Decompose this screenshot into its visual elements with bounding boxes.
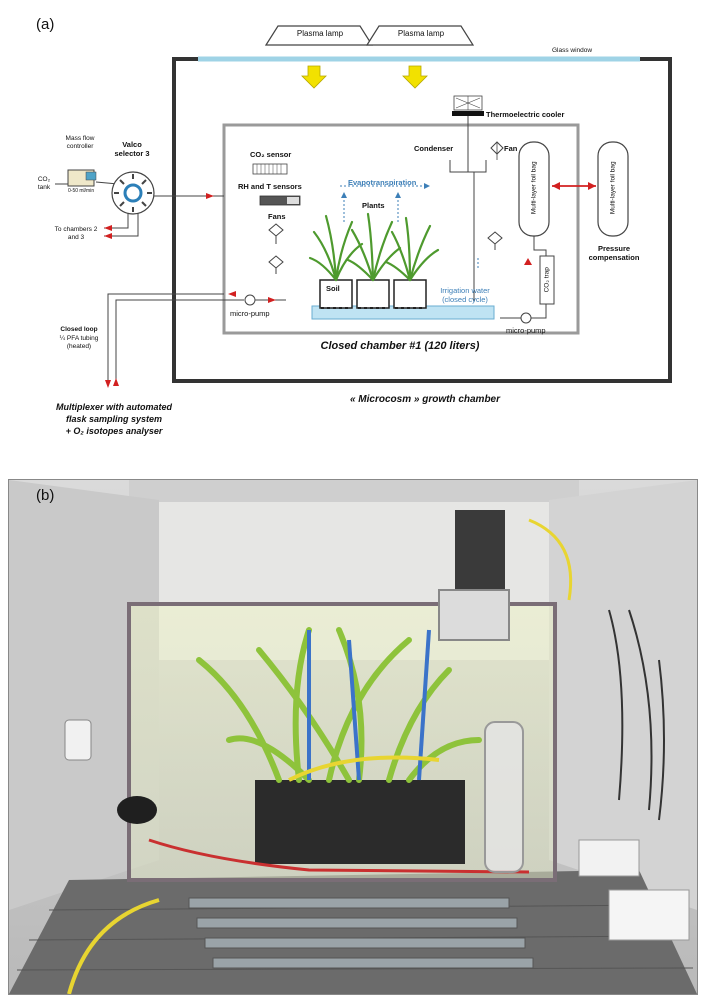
mfc-range-label: 0-50 ml/min bbox=[68, 188, 95, 194]
condenser-unit bbox=[449, 160, 487, 173]
co2-tank-label: CO₂ tank bbox=[37, 176, 51, 191]
pressure-compensation-label: Pressure compensation bbox=[588, 244, 640, 262]
plants-drawing bbox=[308, 212, 440, 282]
rh-t-sensor-shape bbox=[259, 195, 301, 206]
plasma-lamp-2-shape bbox=[365, 25, 475, 46]
fans-label: Fans bbox=[268, 212, 286, 221]
multiplexer-line2: flask sampling system bbox=[65, 414, 163, 424]
micro-pump-right-shape bbox=[520, 312, 532, 324]
light-arrow-2 bbox=[402, 65, 428, 89]
growth-chamber-label: « Microcosm » growth chamber bbox=[349, 394, 501, 405]
diagram-graphics bbox=[55, 25, 672, 388]
evapotranspiration-label: Evapotranspiration bbox=[348, 178, 417, 187]
light-arrow-1 bbox=[301, 65, 327, 89]
co2-sensor-shape bbox=[252, 163, 288, 175]
irrigation-water-label: Irrigation water (closed cycle) bbox=[440, 286, 490, 304]
pot-2 bbox=[356, 279, 390, 309]
rh-t-sensors-label: RH and T sensors bbox=[238, 182, 302, 191]
plants-label: Plants bbox=[362, 201, 385, 210]
co2-sensor-label: CO₂ sensor bbox=[250, 150, 292, 159]
foil-bag-cylinder bbox=[484, 721, 524, 873]
to-chambers-label: To chambers 2 and 3 bbox=[54, 226, 98, 241]
valco-selector-label: Valco selector 3 bbox=[114, 140, 150, 158]
multiplexer-line3: + O₂ isotopes analyser bbox=[65, 426, 163, 436]
cooler-plate bbox=[452, 111, 484, 116]
closed-loop-label: Closed loop bbox=[60, 326, 98, 333]
plasma-lamp-1-shape bbox=[264, 25, 374, 46]
co2-trap-label: CO₂ trap bbox=[543, 267, 551, 293]
fan-label: Fan bbox=[504, 144, 518, 153]
foil-bag-2-label: Multi-layer foil bag bbox=[609, 161, 617, 215]
pot-1 bbox=[319, 279, 353, 309]
cooler-unit bbox=[455, 510, 505, 590]
foil-bag-1-label: Multi-layer foil bag bbox=[530, 161, 538, 215]
soil-label: Soil bbox=[326, 284, 340, 293]
co2-trap bbox=[539, 255, 555, 305]
panel-b-label: (b) bbox=[36, 487, 55, 504]
micro-pump-right-label: micro-pump bbox=[506, 326, 546, 335]
panel-a-label: (a) bbox=[36, 16, 55, 33]
condenser-label: Condenser bbox=[414, 144, 454, 153]
micro-pump-left-shape bbox=[244, 294, 256, 306]
closed-chamber-label: Closed chamber #1 (120 liters) bbox=[320, 340, 480, 352]
closed-chamber-outline bbox=[222, 123, 580, 335]
plasma-lamp-2-label: Plasma lamp bbox=[397, 29, 445, 38]
thermoelectric-cooler-label: Thermoelectric cooler bbox=[486, 110, 565, 119]
plasma-lamp-1-label: Plasma lamp bbox=[296, 29, 344, 38]
mass-flow-controller-label: Mass flow controller bbox=[65, 135, 95, 150]
multiplexer-line1: Multiplexer with automated bbox=[55, 402, 172, 412]
inner-fans bbox=[268, 223, 503, 274]
plant-box bbox=[255, 780, 465, 864]
glass-window-label: Glass window bbox=[552, 47, 593, 54]
foil-bag-2 bbox=[597, 141, 629, 237]
growth-chamber-photo bbox=[8, 479, 698, 995]
pot-3 bbox=[393, 279, 427, 309]
pfa-tubing-label: ¼ PFA tubing (heated) bbox=[59, 335, 99, 350]
micro-pump-left-label: micro-pump bbox=[230, 309, 270, 318]
